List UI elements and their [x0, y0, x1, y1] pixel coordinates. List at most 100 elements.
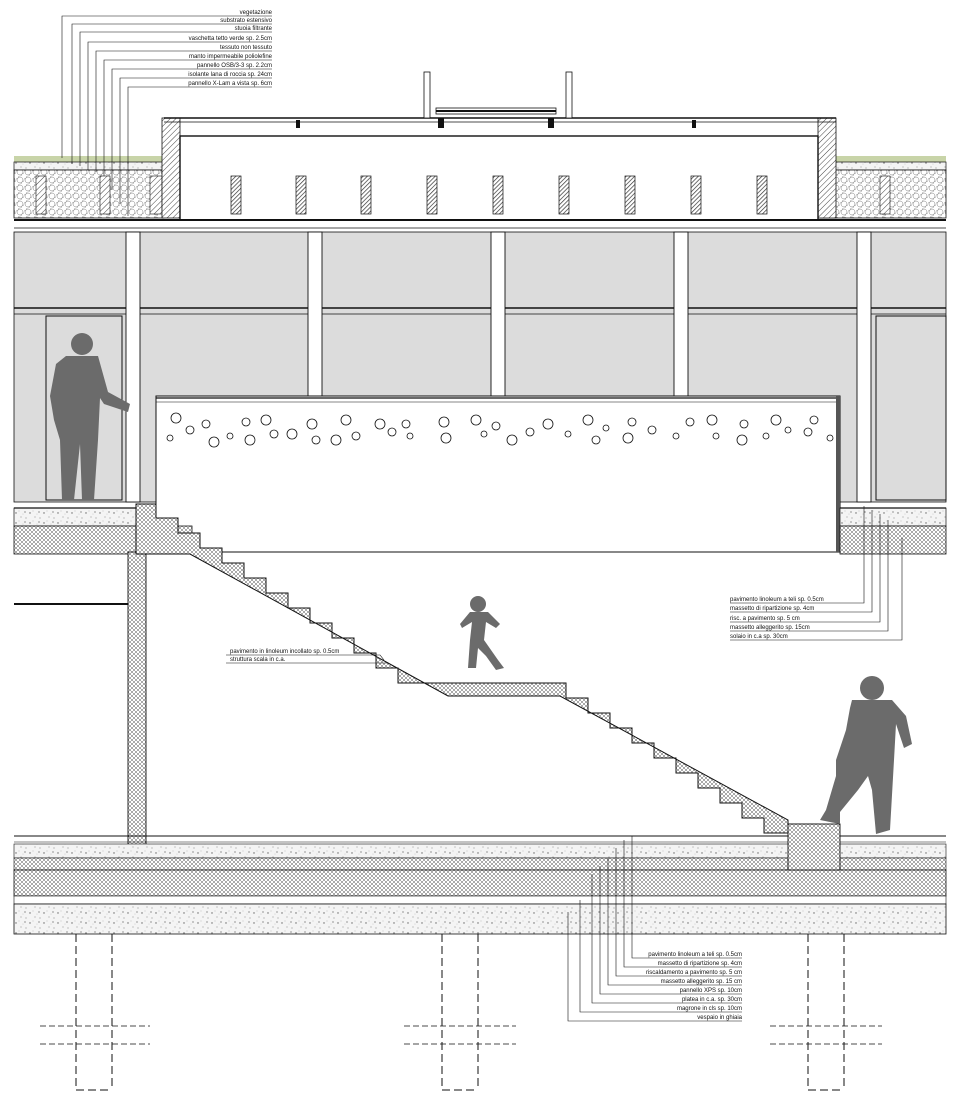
roof-leader: [79, 31, 272, 166]
perforation: [166, 434, 174, 442]
foundation-label: pavimento linoleum a teli sp. 0.5cm: [648, 952, 742, 958]
perforation: [480, 430, 488, 438]
perforation: [685, 417, 695, 427]
roof-label: pannello X-Lam a vista sp. 6cm: [188, 81, 272, 87]
roof-label: substrato estensivo: [220, 18, 272, 24]
perforation: [438, 416, 450, 428]
vent-slot: [360, 175, 372, 215]
perforation: [582, 414, 594, 426]
mezzanine-leader: [730, 520, 889, 632]
foundation-leader: [623, 840, 742, 968]
roof-leader: [111, 68, 272, 190]
roof-leader: [127, 86, 272, 216]
perforation: [627, 417, 637, 427]
mezzanine-leader: [730, 506, 865, 604]
perforation: [185, 425, 195, 435]
perforation: [564, 430, 572, 438]
roof-label: stuoia filtrante: [235, 26, 273, 32]
foundation-piles: [40, 934, 882, 1091]
perforation: [762, 432, 770, 440]
figure-child: [460, 596, 504, 670]
perforation: [706, 414, 718, 426]
roof-leader: [61, 15, 272, 158]
foundation-leader: [579, 900, 742, 1013]
annotation-leaders: [61, 15, 903, 1022]
stair-label: pavimento in linoleum incollato sp. 0.5c…: [230, 649, 339, 655]
figure-man-left: [50, 333, 130, 500]
perforation: [387, 427, 397, 437]
perforation: [440, 432, 452, 444]
perforation: [784, 426, 792, 434]
perforated-balustrade: [155, 395, 841, 553]
foundation-label: riscaldamento a pavimento sp. 5 cm: [646, 970, 742, 976]
perforation: [809, 415, 819, 425]
vent-slot: [624, 175, 636, 215]
perforation: [525, 427, 535, 437]
green-roof-right: [817, 117, 947, 219]
foundation-label: pannello XPS sp. 10cm: [680, 988, 742, 994]
perforation: [401, 419, 411, 429]
perforation: [739, 419, 749, 429]
foundation-label: magrone in cls sp. 10cm: [677, 1006, 742, 1012]
foundation-annotations: pavimento linoleum a teli sp. 0.5cm mass…: [646, 952, 743, 1021]
perforation: [340, 414, 352, 426]
roof-label: isolante lana di roccia sp. 24cm: [188, 72, 272, 78]
stair-annotations: pavimento in linoleum incollato sp. 0.5c…: [230, 649, 339, 663]
perforation: [201, 419, 211, 429]
mezzanine-label: massetto di ripartizione sp. 4cm: [730, 606, 814, 612]
perforation: [351, 431, 361, 441]
perforation: [170, 412, 182, 424]
roof-label: pannello OSB/3-3 sp. 2.2cm: [197, 63, 272, 69]
mezzanine-slab: [13, 507, 947, 605]
roof-leader: [87, 41, 272, 170]
perforation: [260, 414, 272, 426]
roof-label: vegetazione: [240, 10, 273, 16]
mezzanine-label: solaio in c.a sp. 30cm: [730, 634, 788, 640]
perforation: [311, 435, 321, 445]
mullion: [125, 231, 141, 503]
perforation: [712, 432, 720, 440]
perforation: [241, 417, 251, 427]
foundation-label: platea in c.a. sp. 30cm: [682, 997, 742, 1003]
perforation: [736, 434, 748, 446]
perforation: [226, 432, 234, 440]
roof-leader: [119, 77, 272, 204]
roof-leader: [95, 50, 272, 172]
concrete-column: [127, 551, 147, 869]
stair-leader: [226, 654, 385, 661]
perforation: [622, 432, 634, 444]
perforation: [374, 418, 386, 430]
perforation: [647, 425, 657, 435]
roof-label: manto impermeabile poliolefine: [189, 54, 273, 60]
skylight-volume: [164, 71, 836, 221]
vent-slot: [690, 175, 702, 215]
roof-leader: [71, 23, 272, 164]
perforation: [542, 418, 554, 430]
mezzanine-leader: [730, 514, 881, 623]
perforation: [269, 429, 279, 439]
vent-slot: [230, 175, 242, 215]
perforation: [306, 418, 318, 430]
perforation: [770, 414, 782, 426]
foundation-label: massetto di ripartizione sp. 4cm: [658, 961, 742, 967]
mezzanine-annotations: pavimento linoleum a teli sp. 0.5cm mass…: [730, 597, 824, 640]
vent-slot: [756, 175, 768, 215]
perforation: [491, 421, 501, 431]
perforation: [591, 435, 601, 445]
concrete-stair: [135, 503, 819, 834]
roof-label: vaschetta tetto verde sp. 2.5cm: [189, 36, 272, 42]
roof-leader: [103, 59, 272, 176]
foundation-leader: [631, 836, 742, 959]
perforation: [803, 427, 813, 437]
mezzanine-label: massetto alleggerito sp. 15cm: [730, 625, 810, 631]
perforation: [286, 428, 298, 440]
perforation: [244, 434, 256, 446]
vent-slot: [492, 175, 504, 215]
perforation: [506, 434, 518, 446]
mezzanine-leader: [730, 538, 903, 641]
roof-label: tessuto non tessuto: [220, 45, 273, 51]
figure-man-right: [820, 676, 912, 834]
perforation: [208, 436, 220, 448]
